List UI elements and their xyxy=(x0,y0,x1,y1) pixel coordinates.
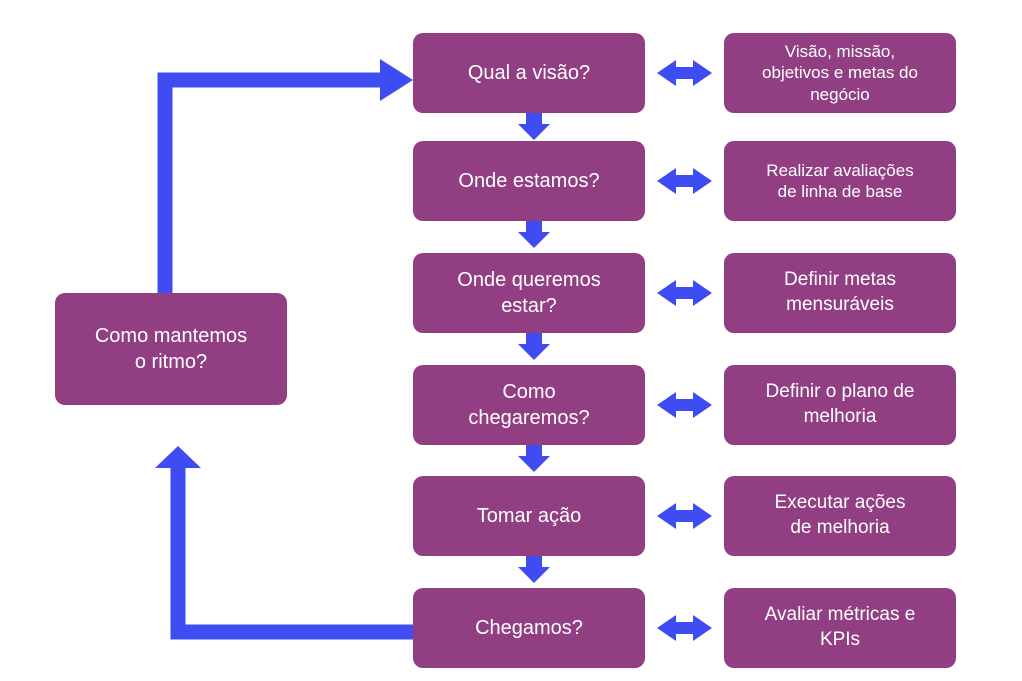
step-box: Como chegaremos? xyxy=(413,365,645,445)
detail-box: Definir metas mensuráveis xyxy=(724,253,956,333)
double-arrow xyxy=(657,60,712,86)
loop-box: Como mantemos o ritmo? xyxy=(55,293,287,405)
step-box: Onde estamos? xyxy=(413,141,645,221)
double-arrow xyxy=(657,392,712,418)
step-box: Qual a visão? xyxy=(413,33,645,113)
step-box: Onde queremos estar? xyxy=(413,253,645,333)
step-box: Tomar ação xyxy=(413,476,645,556)
down-arrow xyxy=(518,445,550,472)
down-arrow xyxy=(518,113,550,140)
down-arrow xyxy=(518,221,550,248)
detail-label: Executar ações de melhoria xyxy=(774,492,906,538)
step-label: Tomar ação xyxy=(476,505,582,527)
return-arrow-to-loop-head xyxy=(155,446,201,468)
loop-arrow-to-vision-head xyxy=(380,59,413,101)
step-label: Como chegaremos? xyxy=(468,381,590,429)
step-label: Chegamos? xyxy=(475,617,583,639)
double-arrow xyxy=(657,280,712,306)
step-box: Chegamos? xyxy=(413,588,645,668)
detail-box: Definir o plano de melhoria xyxy=(724,365,956,445)
detail-label: Realizar avaliações de linha de base xyxy=(766,160,914,201)
step-label: Onde queremos estar? xyxy=(457,269,601,317)
step-label: Qual a visão? xyxy=(467,62,591,84)
down-arrow xyxy=(518,333,550,360)
double-arrow xyxy=(657,615,712,641)
detail-box: Realizar avaliações de linha de base xyxy=(724,141,956,221)
step-label: Onde estamos? xyxy=(458,170,600,192)
return-arrow-to-loop xyxy=(170,468,413,640)
detail-label: Avaliar métricas e KPIs xyxy=(764,604,916,650)
double-arrow xyxy=(657,168,712,194)
down-arrow xyxy=(518,556,550,583)
detail-label: Definir o plano de melhoria xyxy=(765,381,915,427)
loop-box-label: Como mantemos o ritmo? xyxy=(94,325,248,373)
detail-label: Definir metas mensuráveis xyxy=(784,269,896,315)
detail-box: Visão, missão, objetivos e metas do negó… xyxy=(724,33,956,113)
double-arrow xyxy=(657,503,712,529)
detail-label: Visão, missão, objetivos e metas do negó… xyxy=(762,42,918,104)
loop-arrow-to-vision xyxy=(157,72,380,293)
detail-box: Avaliar métricas e KPIs xyxy=(724,588,956,668)
detail-box: Executar ações de melhoria xyxy=(724,476,956,556)
